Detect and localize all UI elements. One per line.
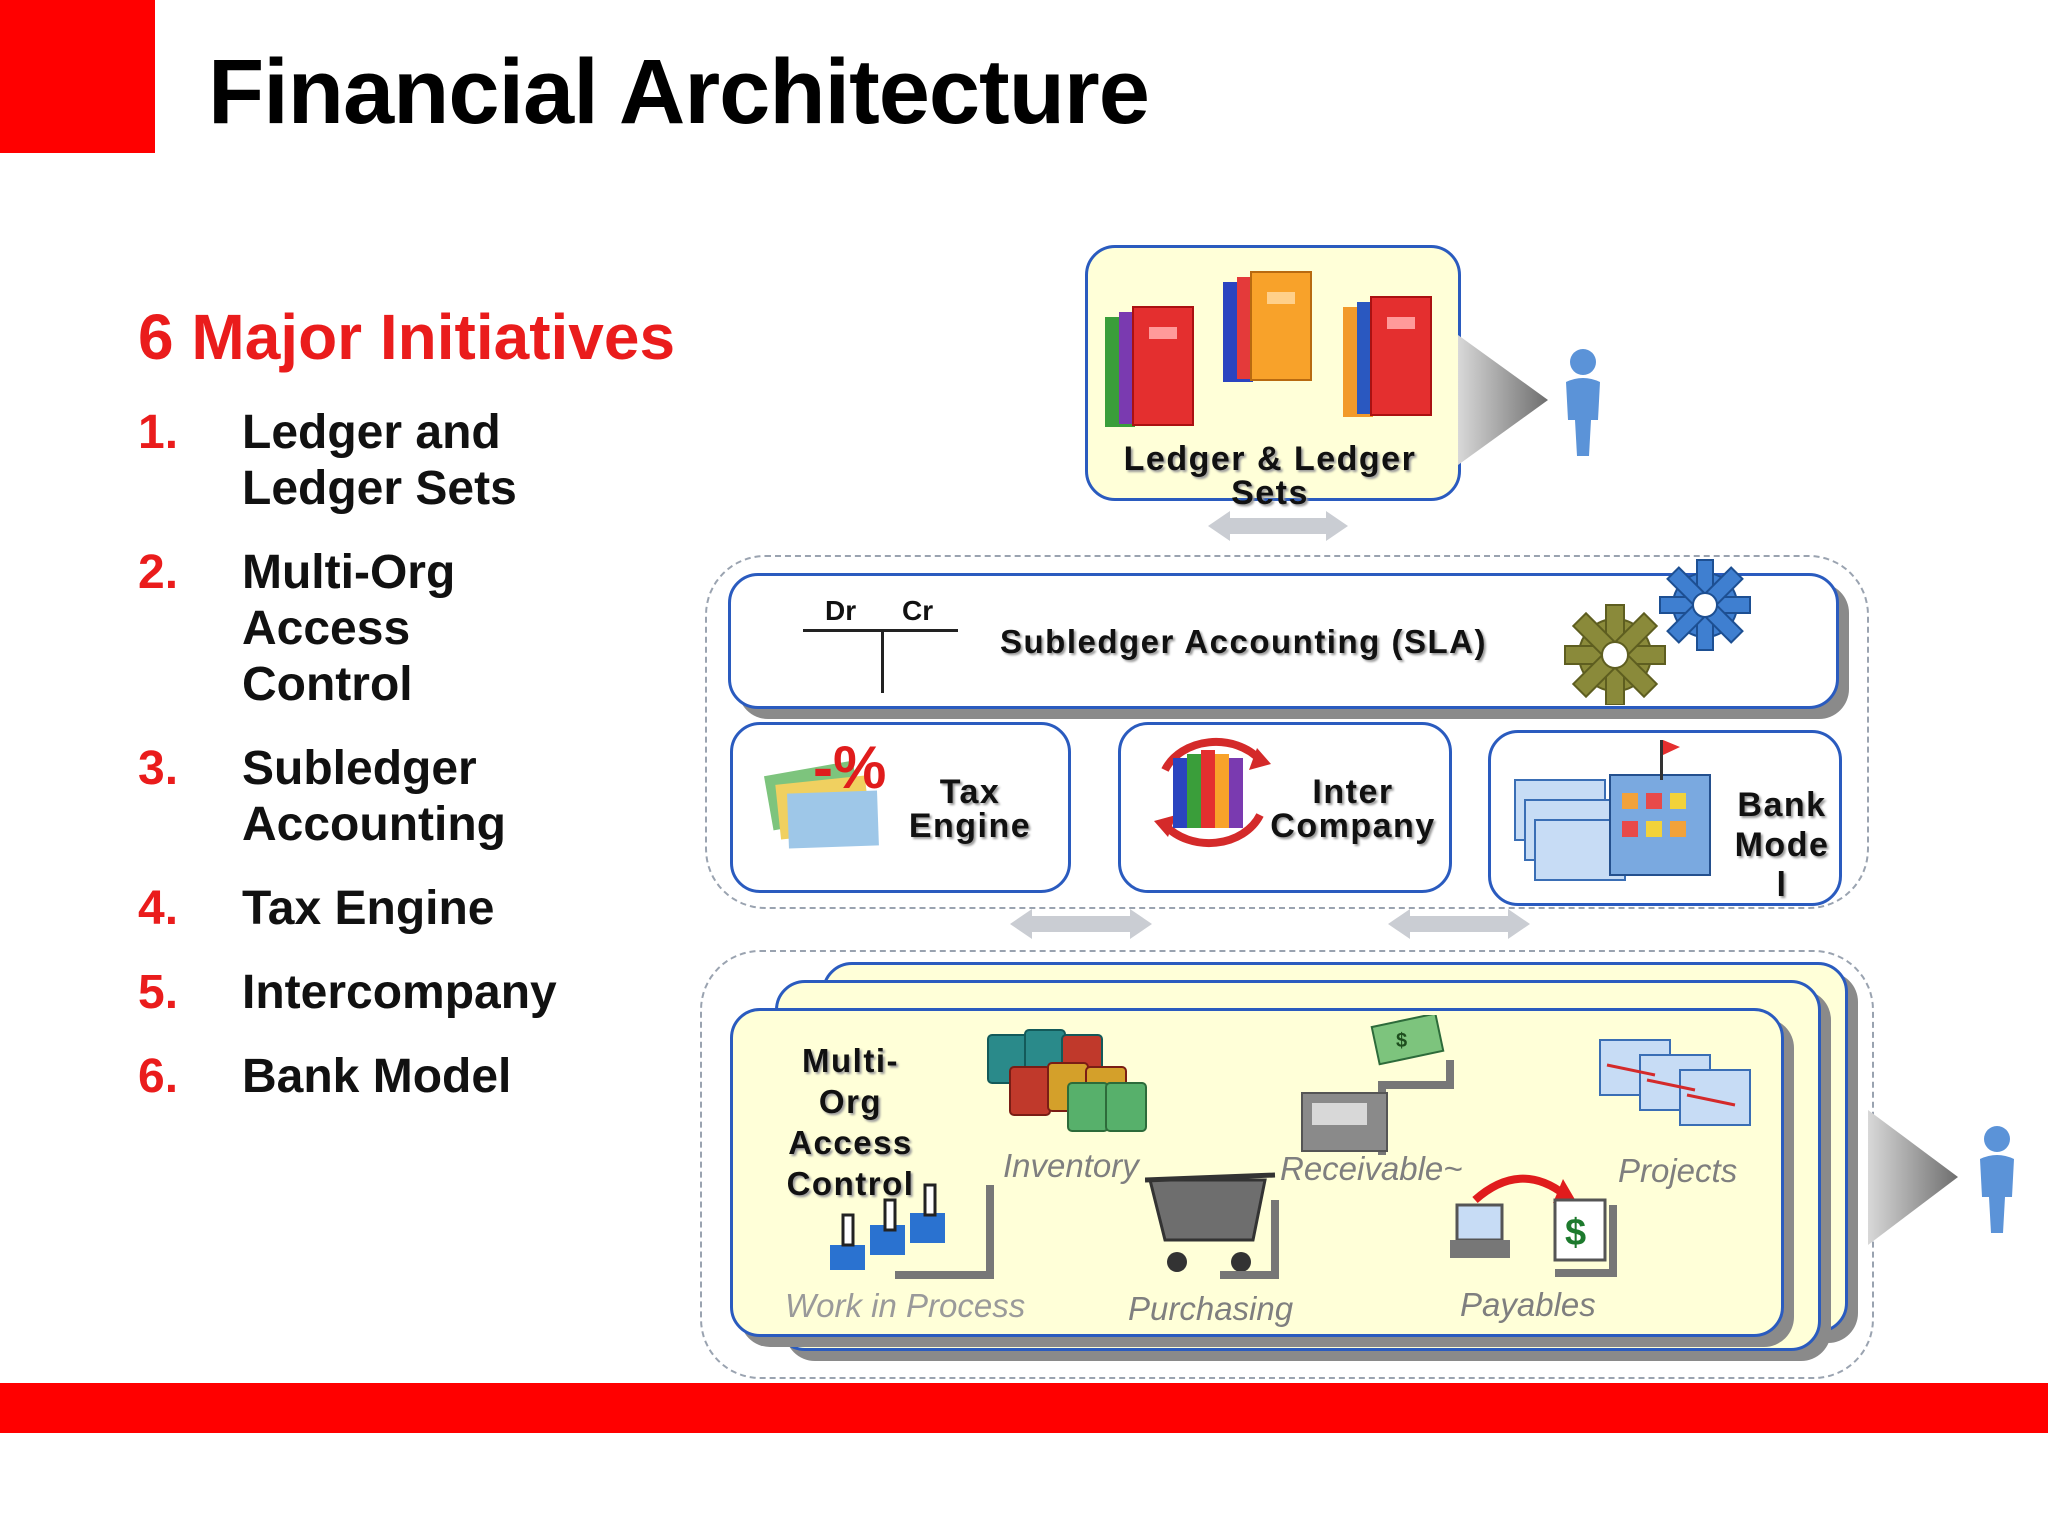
slide-title: Financial Architecture bbox=[208, 41, 1150, 143]
wip-conveyor-icon bbox=[830, 1183, 994, 1279]
intercompany-label: Inter Company bbox=[1270, 773, 1436, 845]
initiative-text: Ledger and Ledger Sets bbox=[242, 406, 517, 515]
connector-arrow bbox=[1010, 909, 1152, 939]
brand-red-block bbox=[0, 0, 155, 153]
initiatives-heading: 6 Major Initiatives bbox=[138, 301, 676, 373]
payables-label: Payables bbox=[1460, 1286, 1596, 1323]
wip-label: Work in Process bbox=[785, 1287, 1026, 1324]
output-arrow-top bbox=[1458, 335, 1548, 465]
initiative-item: 3. Subledger Accounting bbox=[138, 741, 698, 853]
initiative-number: 3. bbox=[138, 742, 179, 795]
projects-grid-icon bbox=[1599, 1039, 1751, 1126]
initiative-number: 5. bbox=[138, 966, 179, 1019]
money-percent-icon: -% bbox=[763, 734, 886, 849]
credit-label: Cr bbox=[902, 595, 934, 626]
initiative-text: Intercompany bbox=[242, 966, 557, 1019]
t-account-divider bbox=[881, 629, 884, 693]
initiative-text: Subledger Accounting bbox=[242, 742, 506, 851]
connector-arrow bbox=[1388, 909, 1530, 939]
svg-text:$: $ bbox=[1565, 1212, 1586, 1254]
initiative-number: 1. bbox=[138, 406, 179, 459]
purchasing-label: Purchasing bbox=[1128, 1290, 1294, 1327]
moac-label: Multi- Org Access Control bbox=[786, 1042, 915, 1202]
t-account-line bbox=[803, 629, 958, 632]
svg-text:$: $ bbox=[1396, 1030, 1407, 1052]
ledger-label: Ledger & Ledger Sets bbox=[1123, 440, 1417, 512]
shopping-cart-icon bbox=[1145, 1172, 1279, 1279]
receivables-label: Receivable~ bbox=[1280, 1150, 1463, 1187]
books-icon bbox=[1105, 271, 1432, 427]
bank-model-label: Bank Mode l bbox=[1734, 786, 1830, 904]
connector-arrow bbox=[1208, 511, 1348, 541]
initiative-item: 1. Ledger and Ledger Sets bbox=[138, 405, 698, 517]
projects-label: Projects bbox=[1618, 1152, 1738, 1189]
footer-red-band bbox=[0, 1383, 2048, 1433]
user-icon bbox=[1980, 1126, 2014, 1233]
initiative-number: 6. bbox=[138, 1050, 179, 1103]
initiative-text: Bank Model bbox=[242, 1050, 512, 1103]
initiatives-list: 1. Ledger and Ledger Sets 2. Multi-Org Acc… bbox=[138, 405, 698, 1133]
initiative-item: 5. Intercompany bbox=[138, 965, 698, 1021]
initiative-item: 2. Multi-Org Access Control bbox=[138, 545, 698, 713]
inventory-label: Inventory bbox=[1003, 1147, 1139, 1184]
bank-building-icon bbox=[1514, 740, 1711, 881]
tax-engine-label: Tax Engine bbox=[908, 773, 1032, 845]
initiative-item: 4. Tax Engine bbox=[138, 881, 698, 937]
user-icon bbox=[1566, 349, 1600, 456]
intercompany-books-icon bbox=[1154, 737, 1271, 848]
inventory-barrels-icon bbox=[987, 1029, 1147, 1132]
sla-title: Subledger Accounting (SLA) bbox=[1000, 623, 1487, 660]
initiative-number: 4. bbox=[138, 882, 179, 935]
sla-region bbox=[705, 555, 1869, 909]
payables-transfer-icon: $ bbox=[1450, 1174, 1617, 1277]
svg-text:-%: -% bbox=[813, 734, 886, 801]
output-arrow-bottom bbox=[1868, 1110, 1958, 1245]
initiative-text: Tax Engine bbox=[242, 882, 495, 935]
receivables-register-icon: $ bbox=[1301, 1015, 1454, 1155]
gears-icon bbox=[1564, 559, 1751, 705]
initiative-text: Multi-Org Access Control bbox=[242, 546, 456, 711]
debit-label: Dr bbox=[825, 595, 857, 626]
initiative-item: 6. Bank Model bbox=[138, 1049, 698, 1105]
initiative-number: 2. bbox=[138, 546, 179, 599]
